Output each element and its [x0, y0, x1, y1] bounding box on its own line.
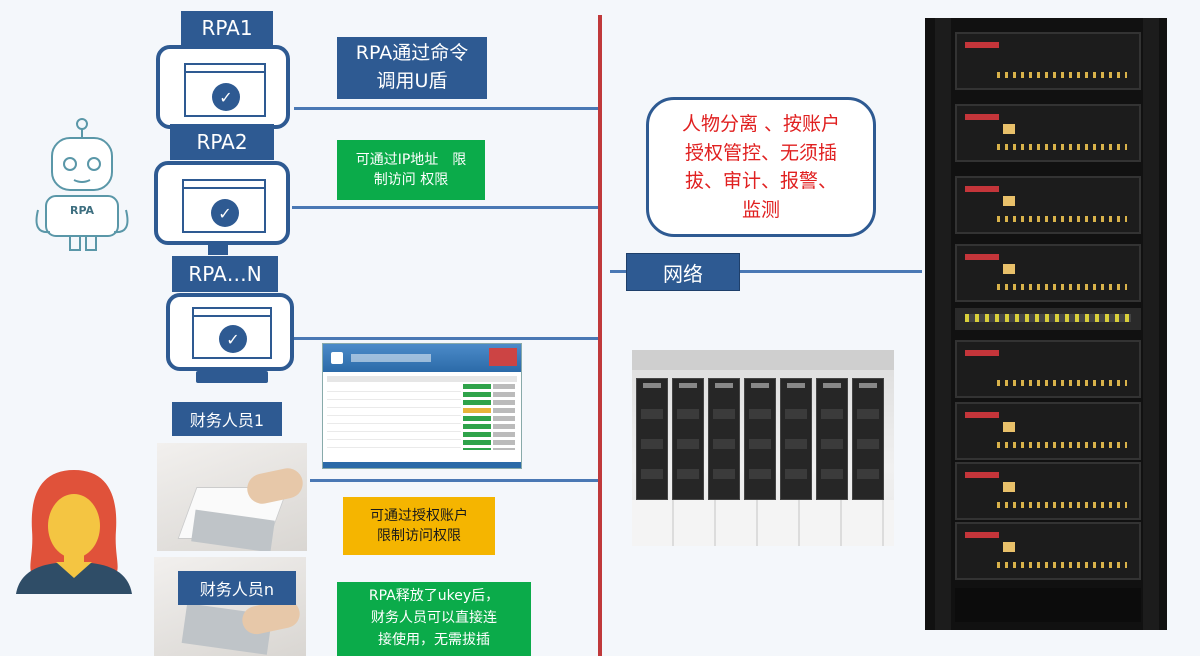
rpa2-screen: ✓ [182, 179, 266, 233]
rpa2-stand [208, 245, 228, 255]
woman-avatar-icon [16, 470, 132, 594]
connector-rpaN [294, 337, 600, 340]
server-room-photo [632, 350, 894, 546]
connector-network-server [610, 270, 922, 273]
rpa1-monitor: ✓ [156, 45, 290, 129]
rpa2-monitor: ✓ [154, 161, 290, 245]
robot-badge: RPA [69, 204, 95, 217]
note-ukey-call: RPA通过命令 调用U盾 [337, 37, 487, 99]
note-ip-limit: 可通过IP地址 限 制访问 权限 [337, 140, 485, 200]
network-label: 网络 [626, 253, 740, 291]
check-icon: ✓ [211, 199, 239, 227]
finance-person1-label: 财务人员1 [172, 402, 282, 436]
check-icon: ✓ [212, 83, 240, 111]
rpaN-screen: ✓ [192, 307, 272, 359]
connector-finance [310, 479, 600, 482]
rpaN-monitor: ✓ [166, 293, 294, 371]
server-rack-photo [925, 18, 1167, 630]
features-bubble: 人物分离 、按账户 授权管控、无须插 拔、审计、报警、 监测 [646, 97, 876, 237]
rpa1-screen: ✓ [184, 63, 266, 117]
software-screenshot [322, 343, 522, 469]
rpaN-label: RPA…N [172, 256, 278, 292]
rpa2-label: RPA2 [170, 124, 274, 160]
robot-icon [35, 118, 129, 251]
connector-rpa2 [292, 206, 600, 209]
rpa1-label: RPA1 [181, 11, 273, 45]
note-ukey-release: RPA释放了ukey后， 财务人员可以直接连 接使用，无需拔插 [337, 582, 531, 656]
connector-rpa1 [294, 107, 600, 110]
robot-illustration: RPA [28, 114, 136, 254]
check-icon: ✓ [219, 325, 247, 353]
finance-personN-label: 财务人员n [178, 571, 296, 605]
patch-panel [955, 308, 1141, 330]
rpaN-stand [196, 371, 268, 383]
network-backbone-line [598, 15, 602, 656]
finance-photo-1 [157, 443, 307, 551]
finance-staff-avatar [12, 466, 136, 594]
note-account-limit: 可通过授权账户 限制访问权限 [343, 497, 495, 555]
